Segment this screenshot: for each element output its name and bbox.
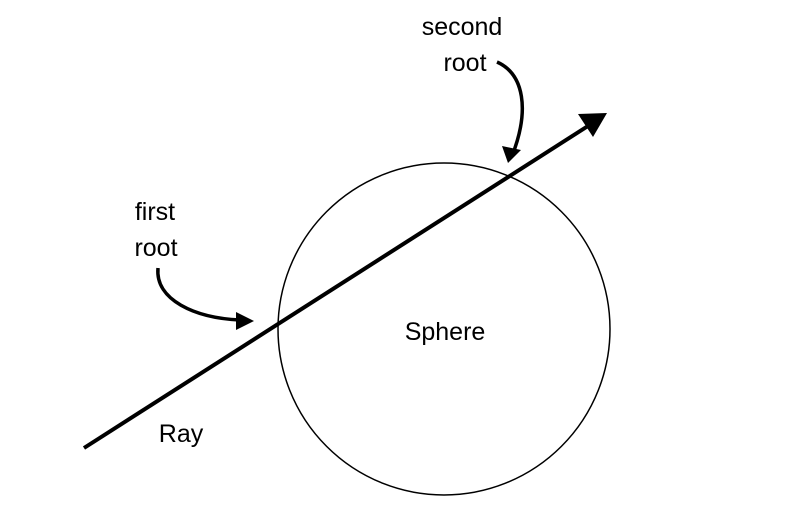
second-root-pointer-arrowhead — [502, 146, 521, 163]
first-root-pointer-arrowhead — [236, 312, 254, 330]
second-root-pointer-arrow — [496, 60, 525, 157]
sphere-circle — [277, 162, 611, 496]
first-root-pointer-arrow — [156, 267, 241, 322]
ray-line — [82, 124, 590, 450]
second-root-label-line1: second — [422, 13, 503, 41]
ray-arrowhead — [578, 113, 607, 137]
first-root-label-line1: first — [135, 198, 175, 226]
ray-label: Ray — [159, 420, 204, 448]
second-root-label-line2: root — [443, 49, 486, 77]
first-root-label-line2: root — [134, 234, 177, 262]
sphere-label: Sphere — [405, 318, 486, 346]
